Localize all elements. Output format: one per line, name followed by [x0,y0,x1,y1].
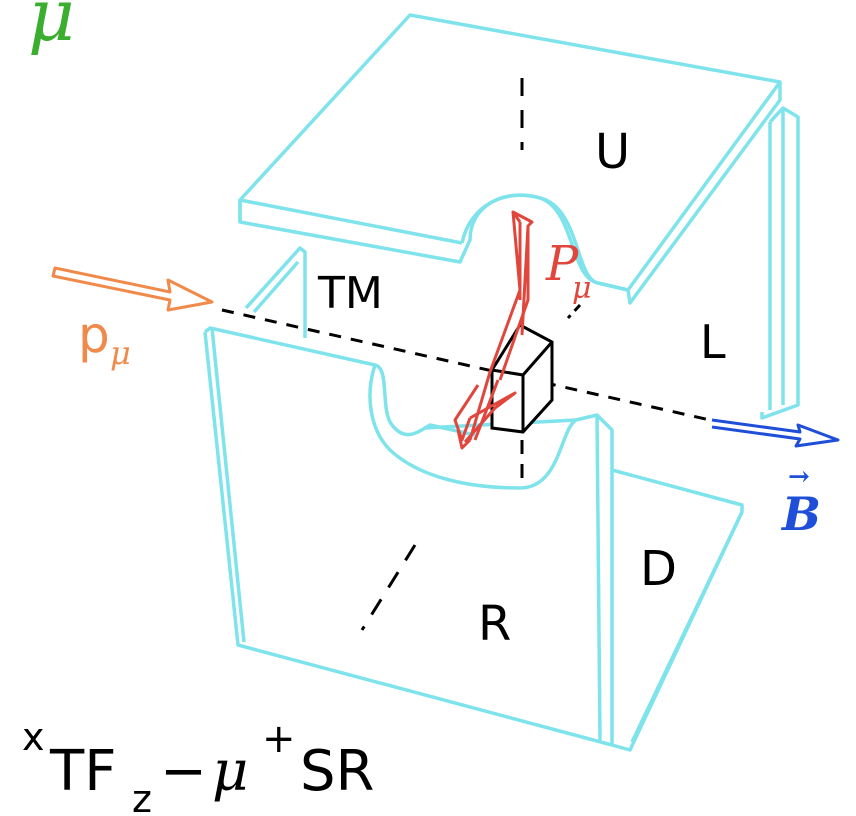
polarization-label: P [545,236,579,292]
lower-back-detector-label: L [700,315,726,369]
polarization-arrow-icon [453,210,534,450]
muon-momentum-subscript: μ [110,334,131,372]
polarization-subscript: μ [572,271,592,306]
field-label: B [780,487,821,541]
field-vector-arrow: → [788,462,810,492]
right-detector [203,326,614,747]
down-detector-label: D [640,541,677,597]
muon-momentum-label: p [78,306,110,364]
coordinate-axes [221,78,711,631]
caption-tf: TF [49,739,116,804]
tm-label: TM [317,268,383,319]
down-detector [611,468,744,752]
upper-detector-label: U [595,124,630,180]
caption-z-subscript: z [132,777,152,816]
caption-mu: μ [212,739,248,804]
detector-outlines [203,13,800,752]
lower-back-detector [760,106,800,420]
tm-detector [244,246,307,338]
right-detector-label: R [478,596,511,652]
magnetic-field-arrow-icon [711,418,840,448]
caption-dash: − [160,739,207,804]
upper-detector [238,13,782,305]
caption-sr: SR [300,739,374,804]
muon-beam-arrow-icon [51,266,214,312]
corner-mu-symbol: μ [28,0,75,57]
caption-plus: + [262,716,296,762]
caption: x TF z − μ + SR [22,715,374,816]
caption-superscript-x: x [22,715,45,759]
